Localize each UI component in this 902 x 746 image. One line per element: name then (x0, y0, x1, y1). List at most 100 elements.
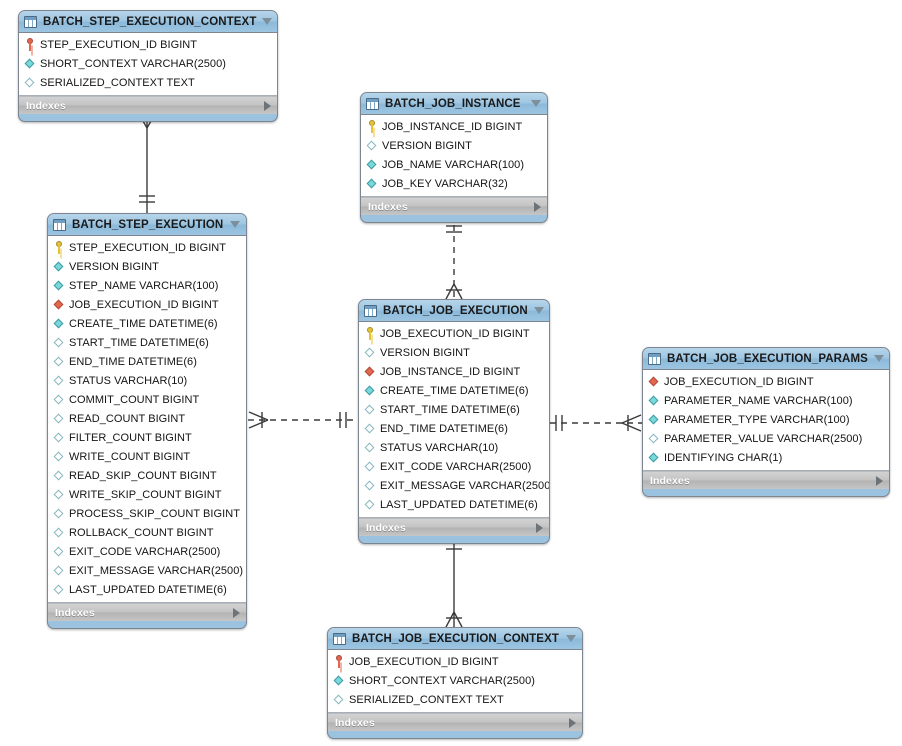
relationship-job-instance-execution (445, 214, 463, 300)
diamond-icon-filled (366, 158, 378, 171)
column-list: JOB_EXECUTION_ID BIGINT PARAMETER_NAME VA… (643, 370, 889, 471)
indexes-label: Indexes (55, 606, 95, 619)
column-row[interactable]: JOB_EXECUTION_ID BIGINT (48, 295, 246, 314)
chevron-right-icon[interactable] (569, 717, 576, 728)
column-label: COMMIT_COUNT BIGINT (69, 393, 200, 406)
key-icon-red (24, 38, 36, 51)
table-batch_job_execution[interactable]: BATCH_JOB_EXECUTION JOB_EXECUTION_ID BIGI… (358, 299, 550, 544)
table-title: BATCH_JOB_EXECUTION_PARAMS (667, 352, 868, 365)
column-row[interactable]: PARAMETER_NAME VARCHAR(100) (643, 391, 889, 410)
column-row[interactable]: WRITE_SKIP_COUNT BIGINT (48, 485, 246, 504)
indexes-section[interactable]: Indexes (643, 471, 889, 489)
table-header[interactable]: BATCH_JOB_EXECUTION_CONTEXT (328, 628, 582, 650)
diamond-icon-hollow (364, 479, 376, 492)
column-row[interactable]: EXIT_MESSAGE VARCHAR(2500) (359, 476, 549, 495)
chevron-down-icon[interactable] (230, 221, 240, 228)
column-row[interactable]: EXIT_CODE VARCHAR(2500) (48, 542, 246, 561)
column-row[interactable]: JOB_NAME VARCHAR(100) (361, 155, 547, 174)
column-row[interactable]: SHORT_CONTEXT VARCHAR(2500) (19, 54, 277, 73)
column-row[interactable]: FILTER_COUNT BIGINT (48, 428, 246, 447)
indexes-section[interactable]: Indexes (361, 197, 547, 215)
table-batch_step_execution_context[interactable]: BATCH_STEP_EXECUTION_CONTEXT STEP_EXECUTI… (18, 10, 278, 122)
column-row[interactable]: VERSION BIGINT (48, 257, 246, 276)
table-header[interactable]: BATCH_STEP_EXECUTION (48, 214, 246, 236)
diamond-icon-hollow (364, 441, 376, 454)
column-row[interactable]: PARAMETER_TYPE VARCHAR(100) (643, 410, 889, 429)
column-row[interactable]: START_TIME DATETIME(6) (359, 400, 549, 419)
column-label: PARAMETER_NAME VARCHAR(100) (664, 394, 853, 407)
diamond-icon-filled (366, 177, 378, 190)
diamond-icon-filled (648, 394, 660, 407)
column-label: IDENTIFYING CHAR(1) (664, 451, 783, 464)
column-row[interactable]: END_TIME DATETIME(6) (48, 352, 246, 371)
column-row[interactable]: LAST_UPDATED DATETIME(6) (359, 495, 549, 514)
table-header[interactable]: BATCH_JOB_INSTANCE (361, 93, 547, 115)
column-row[interactable]: STATUS VARCHAR(10) (48, 371, 246, 390)
column-row[interactable]: IDENTIFYING CHAR(1) (643, 448, 889, 467)
column-row[interactable]: JOB_INSTANCE_ID BIGINT (359, 362, 549, 381)
column-row[interactable]: EXIT_CODE VARCHAR(2500) (359, 457, 549, 476)
chevron-down-icon[interactable] (262, 18, 273, 25)
chevron-down-icon[interactable] (873, 355, 884, 362)
column-label: VERSION BIGINT (380, 346, 470, 359)
indexes-section[interactable]: Indexes (328, 713, 582, 731)
column-row[interactable]: STATUS VARCHAR(10) (359, 438, 549, 457)
column-row[interactable]: STEP_EXECUTION_ID BIGINT (48, 238, 246, 257)
indexes-section[interactable]: Indexes (48, 603, 246, 621)
column-row[interactable]: STEP_EXECUTION_ID BIGINT (19, 35, 277, 54)
diamond-icon-hollow (53, 336, 65, 349)
column-label: JOB_EXECUTION_ID BIGINT (69, 298, 219, 311)
column-row[interactable]: PARAMETER_VALUE VARCHAR(2500) (643, 429, 889, 448)
chevron-right-icon[interactable] (534, 201, 541, 212)
column-row[interactable]: JOB_EXECUTION_ID BIGINT (328, 652, 582, 671)
indexes-section[interactable]: Indexes (19, 96, 277, 114)
column-row[interactable]: LAST_UPDATED DATETIME(6) (48, 580, 246, 599)
column-row[interactable]: END_TIME DATETIME(6) (359, 419, 549, 438)
chevron-right-icon[interactable] (233, 607, 240, 618)
chevron-down-icon[interactable] (533, 307, 544, 314)
diamond-icon-filled (364, 384, 376, 397)
table-batch_job_instance[interactable]: BATCH_JOB_INSTANCE JOB_INSTANCE_ID BIGINT… (360, 92, 548, 223)
column-row[interactable]: START_TIME DATETIME(6) (48, 333, 246, 352)
column-row[interactable]: ROLLBACK_COUNT BIGINT (48, 523, 246, 542)
column-row[interactable]: VERSION BIGINT (359, 343, 549, 362)
diamond-icon-hollow (53, 355, 65, 368)
column-row[interactable]: READ_SKIP_COUNT BIGINT (48, 466, 246, 485)
column-row[interactable]: JOB_INSTANCE_ID BIGINT (361, 117, 547, 136)
column-row[interactable]: READ_COUNT BIGINT (48, 409, 246, 428)
column-row[interactable]: SERIALIZED_CONTEXT TEXT (19, 73, 277, 92)
column-label: STEP_EXECUTION_ID BIGINT (40, 38, 198, 51)
column-row[interactable]: SERIALIZED_CONTEXT TEXT (328, 690, 582, 709)
table-batch_job_execution_context[interactable]: BATCH_JOB_EXECUTION_CONTEXT JOB_EXECUTION… (327, 627, 583, 739)
table-batch_job_execution_params[interactable]: BATCH_JOB_EXECUTION_PARAMS JOB_EXECUTION_… (642, 347, 890, 497)
diamond-icon-hollow (53, 469, 65, 482)
column-row[interactable]: STEP_NAME VARCHAR(100) (48, 276, 246, 295)
chevron-right-icon[interactable] (536, 522, 543, 533)
column-label: JOB_NAME VARCHAR(100) (382, 158, 525, 171)
table-header[interactable]: BATCH_STEP_EXECUTION_CONTEXT (19, 11, 277, 33)
column-row[interactable]: PROCESS_SKIP_COUNT BIGINT (48, 504, 246, 523)
column-row[interactable]: JOB_EXECUTION_ID BIGINT (359, 324, 549, 343)
chevron-down-icon[interactable] (566, 635, 576, 642)
table-header[interactable]: BATCH_JOB_EXECUTION_PARAMS (643, 348, 889, 370)
column-label: READ_SKIP_COUNT BIGINT (69, 469, 217, 482)
column-row[interactable]: COMMIT_COUNT BIGINT (48, 390, 246, 409)
column-row[interactable]: CREATE_TIME DATETIME(6) (48, 314, 246, 333)
chevron-right-icon[interactable] (264, 100, 271, 111)
column-label: SERIALIZED_CONTEXT TEXT (349, 693, 504, 706)
table-header[interactable]: BATCH_JOB_EXECUTION (359, 300, 549, 322)
column-label: JOB_INSTANCE_ID BIGINT (382, 120, 523, 133)
column-row[interactable]: JOB_KEY VARCHAR(32) (361, 174, 547, 193)
column-row[interactable]: WRITE_COUNT BIGINT (48, 447, 246, 466)
column-row[interactable]: SHORT_CONTEXT VARCHAR(2500) (328, 671, 582, 690)
column-row[interactable]: CREATE_TIME DATETIME(6) (359, 381, 549, 400)
column-row[interactable]: VERSION BIGINT (361, 136, 547, 155)
chevron-right-icon[interactable] (876, 475, 883, 486)
column-row[interactable]: EXIT_MESSAGE VARCHAR(2500) (48, 561, 246, 580)
column-row[interactable]: JOB_EXECUTION_ID BIGINT (643, 372, 889, 391)
chevron-down-icon[interactable] (531, 100, 541, 107)
indexes-section[interactable]: Indexes (359, 518, 549, 536)
